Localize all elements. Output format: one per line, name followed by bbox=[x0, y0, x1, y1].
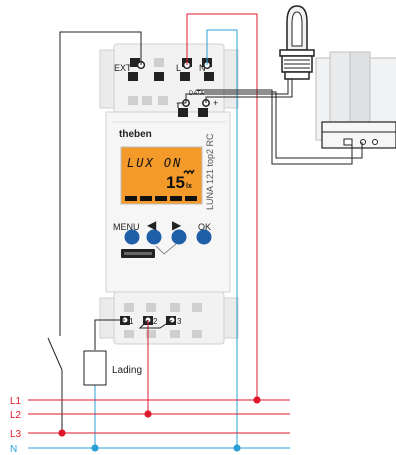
din-rail-timer bbox=[99, 43, 239, 345]
menu-label: MENU bbox=[113, 222, 140, 232]
lcd-display bbox=[120, 146, 203, 205]
lcd-line1: LUX ON bbox=[127, 156, 182, 170]
ok-label: OK bbox=[198, 222, 211, 232]
data-plus-label: + bbox=[213, 98, 218, 108]
junction-dots bbox=[58, 396, 261, 452]
model-label: LUNA 121 top2 RC bbox=[205, 133, 215, 210]
terminal-l-label: L bbox=[176, 63, 181, 73]
data-minus-label: − bbox=[176, 98, 181, 108]
right-button-dot bbox=[171, 229, 187, 245]
lcd-unit: lx bbox=[186, 183, 192, 190]
terminal-2-label: 2 bbox=[153, 317, 158, 326]
light-sensor bbox=[279, 5, 315, 80]
terminal-1-label: 1 bbox=[129, 317, 134, 326]
terminal-ext-label: EXT bbox=[114, 63, 132, 73]
terminal-n-label: N bbox=[199, 63, 206, 73]
switch bbox=[47, 337, 63, 371]
sun-moon-icon bbox=[183, 169, 195, 175]
ok-button-dot bbox=[196, 229, 212, 245]
line-l2-label: L2 bbox=[10, 410, 22, 421]
load-box bbox=[83, 350, 107, 386]
left-arrow-label: ◀ bbox=[147, 218, 157, 232]
line-l3-label: L3 bbox=[10, 429, 22, 440]
left-button-dot bbox=[146, 229, 162, 245]
load-label: Lading bbox=[112, 365, 142, 376]
data-label: DATA bbox=[189, 91, 204, 97]
terminal-3-label: 3 bbox=[177, 317, 182, 326]
wiring bbox=[28, 13, 363, 449]
brand-logo: theben bbox=[119, 129, 152, 140]
lcd-value: 15 bbox=[166, 173, 185, 192]
right-arrow-label: ▶ bbox=[172, 218, 182, 232]
line-l1-label: L1 bbox=[10, 396, 22, 407]
distribution-box bbox=[315, 51, 396, 149]
menu-button-dot bbox=[124, 229, 140, 245]
line-n-label: N bbox=[10, 444, 17, 455]
